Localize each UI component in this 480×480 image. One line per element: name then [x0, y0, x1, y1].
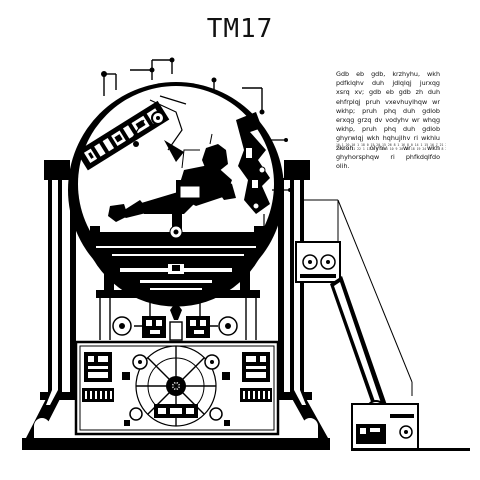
number-line-1: 16 1 20 10 1 18 0 15 20 15 26 8 1 16 8 0…	[336, 143, 446, 147]
poster-title: TM17	[206, 14, 274, 44]
number-line-2: 23 12 6 11 22 1 17 4 0 13 5 10 9 20 16 1…	[336, 147, 446, 151]
antennas	[103, 59, 263, 112]
center-gearbox	[112, 302, 238, 341]
side-conveyor	[295, 199, 470, 451]
upper-mechanism	[76, 95, 187, 171]
control-box	[74, 340, 280, 436]
right-panel	[236, 112, 292, 232]
cipher-text-block: Gdb eb gdb, krzhyhu, wkh pdfklqhv duh jd…	[336, 70, 440, 171]
lower-bridge	[96, 256, 260, 340]
